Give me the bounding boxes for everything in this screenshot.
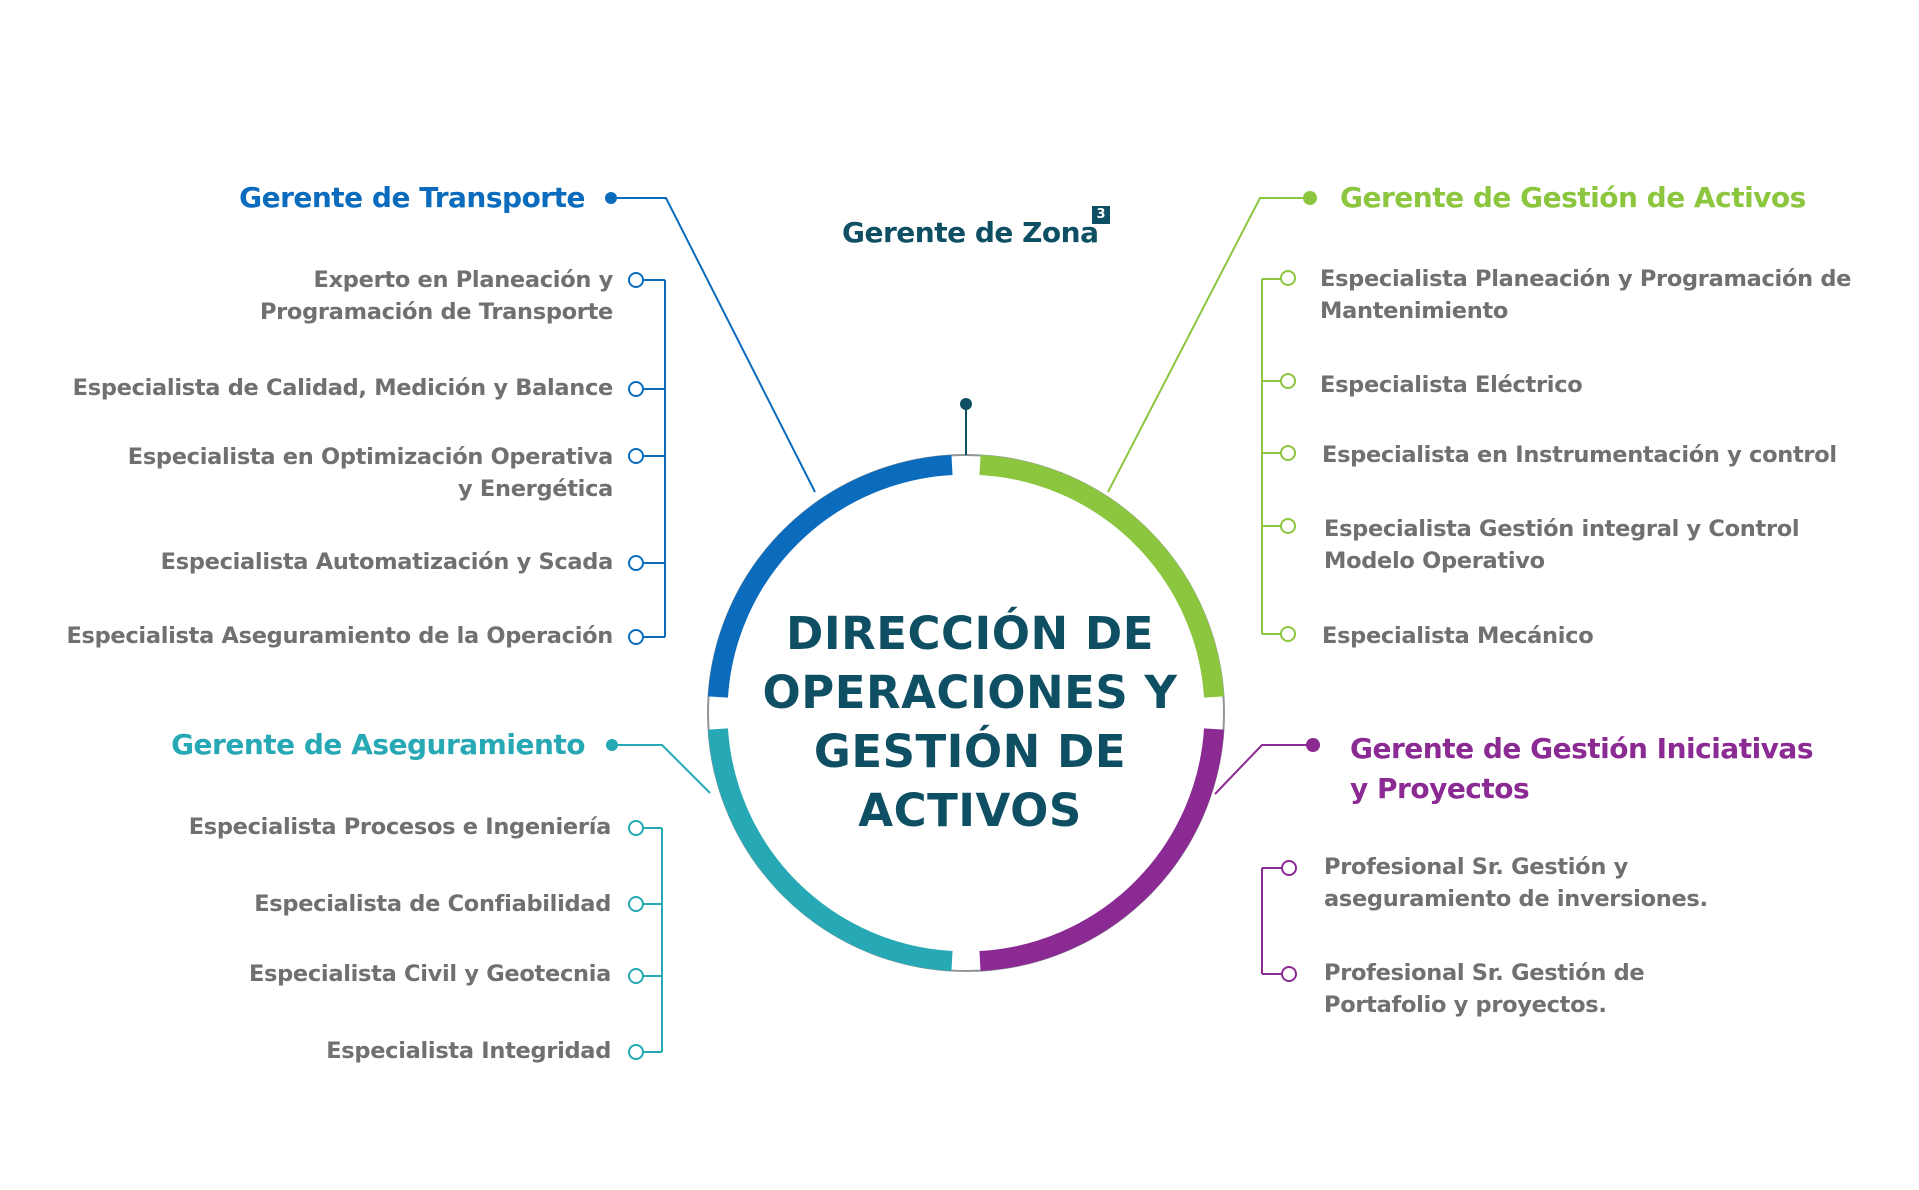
transport-dot	[605, 192, 617, 204]
center-title-line: OPERACIONES Y	[762, 666, 1178, 719]
initiatives-manager-label: Gerente de Gestión Iniciativas y Proyect…	[1350, 732, 1813, 805]
assets-manager-label: Gerente de Gestión de Activos	[1340, 181, 1806, 214]
assurance-item: Especialista de Confiabilidad	[254, 891, 611, 917]
zone-stem-dot	[960, 398, 972, 410]
assets-dot	[1303, 191, 1317, 205]
zone-manager-label: Gerente de Zona	[842, 216, 1099, 249]
initiatives-connector	[1214, 744, 1313, 795]
assurance-item-ticks	[628, 820, 662, 1060]
assets-item: Especialista Gestión integral y Control …	[1324, 516, 1800, 574]
initiatives-item-ticks	[1262, 860, 1297, 982]
transport-connector	[611, 197, 816, 493]
assurance-item: Especialista Integridad	[326, 1038, 611, 1064]
assurance-dot	[606, 739, 618, 751]
transport-item: Experto en Planeación y Programación de …	[259, 267, 613, 325]
assurance-item: Especialista Procesos e Ingeniería	[188, 814, 612, 840]
assets-item: Especialista Mecánico	[1322, 623, 1594, 649]
arc-assurance	[708, 728, 953, 971]
assets-item-ticks	[1262, 270, 1296, 642]
assurance-item: Especialista Civil y Geotecnia	[248, 961, 611, 987]
assurance-manager-label: Gerente de Aseguramiento	[171, 728, 585, 761]
assets-item: Especialista en Instrumentación y contro…	[1322, 442, 1837, 468]
assets-item: Especialista Eléctrico	[1320, 372, 1583, 398]
initiatives-item: Profesional Sr. Gestión y aseguramiento …	[1324, 854, 1708, 912]
assurance-connector	[612, 744, 711, 794]
transport-item: Especialista de Calidad, Medición y Bala…	[72, 375, 614, 401]
transport-item: Especialista en Optimización Operativa y…	[127, 444, 614, 502]
zone-manager-badge: 3	[1092, 206, 1110, 224]
arc-transport	[708, 455, 953, 698]
arc-initiatives	[979, 728, 1224, 971]
center-title-line: GESTIÓN DE ACTIVOS	[813, 725, 1127, 837]
arc-assets	[979, 455, 1224, 698]
center-title: DIRECCIÓN DE OPERACIONES Y GESTIÓN DE AC…	[700, 604, 1240, 840]
assets-connector	[1107, 197, 1310, 493]
initiatives-item: Profesional Sr. Gestión de Portafolio y …	[1324, 960, 1645, 1018]
transport-manager-label: Gerente de Transporte	[239, 181, 585, 214]
transport-item-ticks	[628, 272, 665, 645]
assets-item: Especialista Planeación y Programación d…	[1320, 266, 1852, 324]
center-title-line: DIRECCIÓN DE	[786, 607, 1154, 660]
initiatives-dot	[1306, 738, 1320, 752]
transport-item: Especialista Automatización y Scada	[160, 549, 614, 575]
transport-item: Especialista Aseguramiento de la Operaci…	[66, 623, 613, 649]
